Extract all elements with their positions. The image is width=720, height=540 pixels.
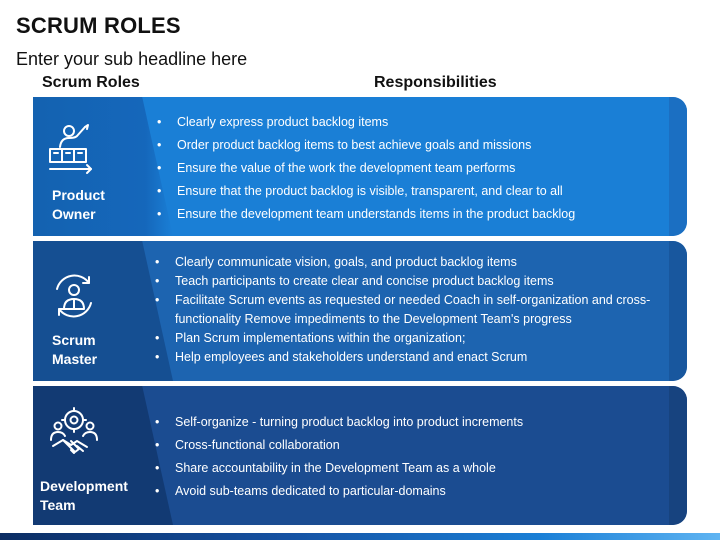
list-item: Cross-functional collaboration bbox=[153, 434, 663, 457]
list-item: Teach participants to create clear and c… bbox=[153, 272, 663, 291]
list-item: Ensure the development team understands … bbox=[155, 203, 675, 226]
role-label-line: Development bbox=[40, 478, 128, 494]
list-item: Help employees and stakeholders understa… bbox=[153, 348, 663, 367]
role-label-line: Scrum bbox=[52, 332, 96, 348]
slide-title: SCRUM ROLES bbox=[16, 13, 181, 38]
list-item: Order product backlog items to best achi… bbox=[155, 134, 675, 157]
column-header-responsibilities: Responsibilities bbox=[374, 74, 497, 91]
role-label-line: Owner bbox=[52, 206, 96, 222]
responsibility-list: Clearly communicate vision, goals, and p… bbox=[153, 253, 663, 367]
role-label-scrum-master: Scrum Master bbox=[52, 331, 97, 369]
role-label-line: Product bbox=[52, 187, 105, 203]
development-team-icon bbox=[50, 407, 98, 454]
product-owner-icon bbox=[49, 124, 92, 174]
list-item: Self-organize - turning product backlog … bbox=[153, 411, 663, 434]
column-header-roles: Scrum Roles bbox=[42, 74, 140, 91]
role-card-scrum-master: Scrum Master Clearly communicate vision,… bbox=[33, 241, 687, 381]
card-edge-band bbox=[669, 241, 687, 381]
list-item: Clearly communicate vision, goals, and p… bbox=[153, 253, 663, 272]
role-label-line: Team bbox=[40, 497, 76, 513]
list-item: Share accountability in the Development … bbox=[153, 457, 663, 480]
footer-gradient-bar bbox=[0, 533, 720, 540]
list-item: Plan Scrum implementations within the or… bbox=[153, 329, 663, 348]
card-edge-band bbox=[669, 386, 687, 525]
role-card-development-team: Development Team Self-organize - turning… bbox=[33, 386, 687, 525]
role-card-product-owner: Product Owner Clearly express product ba… bbox=[33, 97, 687, 236]
responsibility-list: Self-organize - turning product backlog … bbox=[153, 411, 663, 503]
list-item: Ensure that the product backlog is visib… bbox=[155, 180, 675, 203]
responsibility-list: Clearly express product backlog items Or… bbox=[155, 111, 675, 226]
role-label-product-owner: Product Owner bbox=[52, 186, 105, 224]
list-item: Clearly express product backlog items bbox=[155, 111, 675, 134]
slide-subtitle: Enter your sub headline here bbox=[16, 49, 248, 69]
list-item: Facilitate Scrum events as requested or … bbox=[153, 291, 663, 329]
scrum-master-icon bbox=[56, 274, 92, 318]
list-item: Ensure the value of the work the develop… bbox=[155, 157, 675, 180]
list-item: Avoid sub-teams dedicated to particular-… bbox=[153, 480, 663, 503]
role-label-line: Master bbox=[52, 351, 98, 367]
role-label-development-team: Development Team bbox=[40, 477, 128, 515]
